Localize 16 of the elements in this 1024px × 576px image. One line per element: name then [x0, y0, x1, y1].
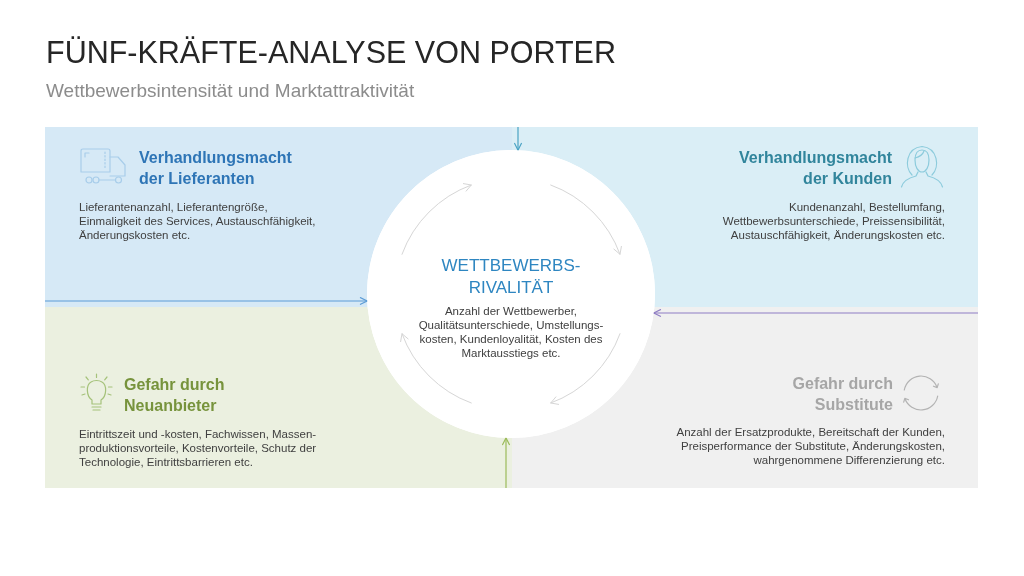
page-subtitle: Wettbewerbsintensität und Marktattraktivität [46, 79, 415, 103]
panel-heading: Gefahr durch Neuanbieter [124, 375, 226, 416]
circle-description: Anzahl der Wettbewerber, Qualitätsunterschiede, Umstellungs- kosten, Kundenloyalität, Kosten des Marktausstiegs etc. [417, 304, 605, 360]
panel-description: Eintrittszeit und -kosten, Fachwissen, Massen- produktionsvorteile, Kostenvorteile, Schutz der Technologie, Eintrittsbarrieren etc. [79, 427, 318, 469]
arrow [501, 437, 511, 489]
arrow [513, 126, 523, 151]
panel-heading: Gefahr durch Substitute [791, 374, 893, 415]
arrow [44, 296, 368, 306]
circle-heading: WETTBEWERBS- RIVALITÄT [440, 255, 582, 299]
page-title: FÜNF-KRÄFTE-ANALYSE VON PORTER [46, 34, 616, 70]
panel-description: Anzahl der Ersatzprodukte, Bereitschaft der Kunden, Preisperformance der Substitute, Änderungskosten, wahrgenommene Differenzierung etc. [675, 425, 945, 467]
panel-description: Kundenanzahl, Bestellumfang, Wettbewerbsunterschiede, Preissensibilität, Austauschfähigkeit, Änderungskosten etc. [721, 200, 945, 242]
arrow [653, 308, 979, 318]
panel-heading: Verhandlungsmacht der Lieferanten [139, 148, 293, 189]
panel-heading: Verhandlungsmacht der Kunden [738, 148, 892, 189]
panel-description: Lieferantenanzahl, Lieferantengröße, Einmaligkeit des Services, Austauschfähigkeit, Änderungskosten etc. [79, 200, 317, 242]
